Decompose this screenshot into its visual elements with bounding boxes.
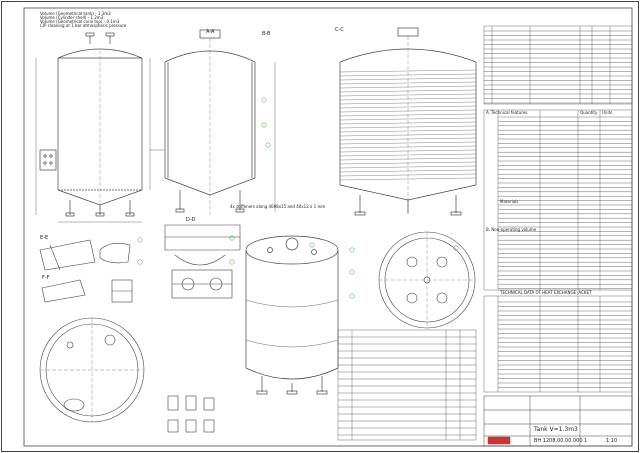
tank-section-aa xyxy=(150,29,276,215)
drawing-line xyxy=(339,101,477,105)
heat-exchanger-table xyxy=(483,295,633,393)
detail-views xyxy=(39,224,241,303)
drawing-line xyxy=(339,81,477,85)
tank-name: Tank V=1.3m3 xyxy=(534,426,578,433)
drawing-line xyxy=(339,85,477,89)
drawing-number: BH 1208.00.00.000 xyxy=(534,438,583,444)
volume-note-1: Volume (Geometrical tank) - 1.3m3 xyxy=(40,11,111,16)
drawing-line xyxy=(339,173,477,177)
drawing-line xyxy=(339,133,477,137)
top-view-nozzles xyxy=(378,231,476,329)
volume-note-2: Volume (Cylinder shell) - 1.2m3 xyxy=(40,15,104,20)
balloon-marker xyxy=(137,259,143,265)
accessory-parts xyxy=(167,395,215,433)
drawing-line xyxy=(339,69,477,73)
drawing-line xyxy=(339,153,477,157)
jacket-coils xyxy=(339,69,477,181)
drawing-line xyxy=(339,165,477,169)
balloon-marker xyxy=(453,245,459,251)
section-label-cc: C-C xyxy=(335,27,344,33)
drawing-line xyxy=(339,117,477,121)
drawing-line xyxy=(339,73,477,77)
balloon-marker xyxy=(137,237,143,243)
balloon-marker xyxy=(261,97,267,103)
parts-list xyxy=(337,329,477,441)
drawing-line xyxy=(339,77,477,81)
balloon-marker xyxy=(349,247,355,253)
section-label-bb: B-B xyxy=(262,31,271,37)
title-block xyxy=(483,395,633,447)
balloon-marker xyxy=(229,259,235,265)
balloon-marker xyxy=(261,122,267,128)
features-header: A. Technical features xyxy=(486,110,528,115)
top-view-plan xyxy=(39,317,145,423)
tank-isometric xyxy=(245,235,339,395)
section-label-aa: A-A xyxy=(206,29,215,35)
tank-front-view xyxy=(35,32,151,223)
drawing-line xyxy=(339,169,477,173)
drawing-line xyxy=(339,161,477,165)
hex-header: TECHNICAL DATA OF HEAT EXCHANGE JACKET xyxy=(500,290,592,295)
section-label-ee: E-E xyxy=(40,235,49,241)
balloon-markers xyxy=(137,97,459,299)
sheet-number: 1 xyxy=(584,438,588,444)
section-label-ff: F-F xyxy=(42,275,50,281)
materials-header: Materials xyxy=(500,199,519,204)
drawing-line xyxy=(339,145,477,149)
drawing-line xyxy=(339,149,477,153)
volume-note-3: Volume (Geometrical cone top) - 0.1m3 xyxy=(40,19,120,24)
drawing-scale: 1:10 xyxy=(606,438,618,444)
drawing-line xyxy=(339,125,477,129)
drawing-line xyxy=(339,177,477,181)
drawing-line xyxy=(339,157,477,161)
drawing-line xyxy=(339,137,477,141)
features-col-units: Units xyxy=(602,110,613,115)
drawing-line xyxy=(339,105,477,109)
stiffener-note: 4x stiffeners along 4008x15 and 40x12 x … xyxy=(230,204,326,209)
section-label-dd: D-D xyxy=(186,217,196,223)
nonop-header: B. Non-operating volume xyxy=(486,227,537,232)
features-col-qty: Quantity xyxy=(580,110,598,115)
drawing-line xyxy=(339,141,477,145)
balloon-marker xyxy=(349,269,355,275)
drawing-line xyxy=(339,97,477,101)
features-table xyxy=(483,109,633,291)
tank-jacket-view xyxy=(339,27,477,216)
balloon-marker xyxy=(309,242,315,248)
balloon-marker xyxy=(349,293,355,299)
volume-note-4: CIP cleaning at 1 bar atmospheric pressu… xyxy=(40,23,127,28)
balloon-marker xyxy=(265,142,271,148)
drawing-line xyxy=(339,113,477,117)
drawing-line xyxy=(339,89,477,93)
drawing-line xyxy=(339,109,477,113)
bom-table xyxy=(483,25,633,105)
drawing-line xyxy=(339,121,477,125)
drawing-line xyxy=(339,93,477,97)
balloon-marker xyxy=(229,235,235,241)
drawing-line xyxy=(339,129,477,133)
